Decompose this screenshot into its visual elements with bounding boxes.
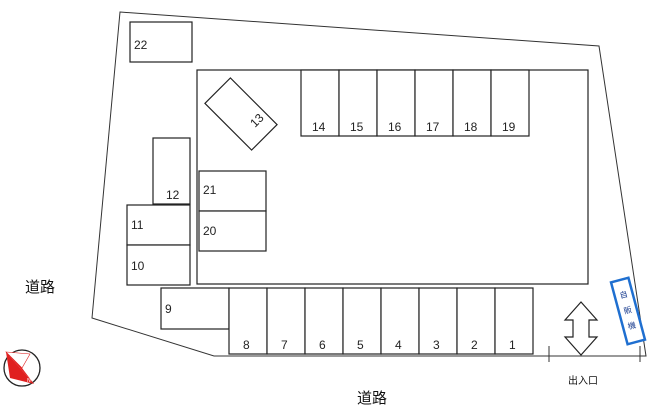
vending-machine: 自 販 機 — [609, 276, 647, 346]
space-17-label: 17 — [426, 120, 440, 134]
space-6-label: 6 — [319, 338, 326, 352]
space-19-label: 19 — [502, 120, 516, 134]
space-11 — [126, 204, 191, 246]
space-19 — [490, 69, 530, 137]
space-13 — [204, 77, 278, 151]
space-22 — [129, 21, 193, 63]
north-compass-icon: N — [3, 349, 41, 387]
space-20 — [198, 210, 267, 252]
space-12 — [152, 137, 191, 205]
space-5-label: 5 — [357, 338, 364, 352]
space-14-label: 14 — [312, 120, 326, 134]
top-stall-row — [300, 69, 530, 137]
space-17 — [414, 69, 454, 137]
bottom-stall-row — [228, 287, 534, 355]
space-14 — [300, 69, 340, 137]
space-8-label: 8 — [243, 338, 250, 352]
space-21-label: 21 — [203, 183, 217, 197]
entrance-arrow-icon — [563, 301, 599, 356]
compass-letter: N — [27, 378, 31, 384]
space-7-label: 7 — [281, 338, 288, 352]
property-boundary — [91, 11, 647, 357]
space-1 — [494, 287, 534, 355]
vending-char-2: 販 — [623, 304, 633, 316]
space-22-label: 22 — [134, 38, 148, 52]
space-4 — [380, 287, 420, 355]
road-label-left: 道路 — [25, 278, 55, 296]
space-2 — [456, 287, 496, 355]
space-3-label: 3 — [433, 338, 440, 352]
space-10-label: 10 — [131, 259, 145, 273]
space-4-label: 4 — [395, 338, 402, 352]
vending-char-1: 自 — [618, 289, 628, 301]
space-21 — [198, 170, 267, 212]
space-16 — [376, 69, 416, 137]
space-16-label: 16 — [388, 120, 402, 134]
space-3 — [418, 287, 458, 355]
entrance-label: 出入口 — [568, 374, 598, 387]
space-10 — [126, 244, 191, 286]
space-9-label: 9 — [165, 302, 172, 316]
space-9 — [160, 287, 230, 330]
space-8 — [228, 287, 268, 355]
space-2-label: 2 — [471, 338, 478, 352]
space-20-label: 20 — [203, 224, 217, 238]
road-label-bottom: 道路 — [357, 389, 387, 407]
space-11-label: 11 — [131, 218, 144, 232]
space-1-label: 1 — [509, 338, 516, 352]
space-12-label: 12 — [166, 188, 180, 202]
space-15-label: 15 — [350, 120, 364, 134]
space-18-label: 18 — [464, 120, 478, 134]
vending-char-3: 機 — [627, 320, 637, 332]
